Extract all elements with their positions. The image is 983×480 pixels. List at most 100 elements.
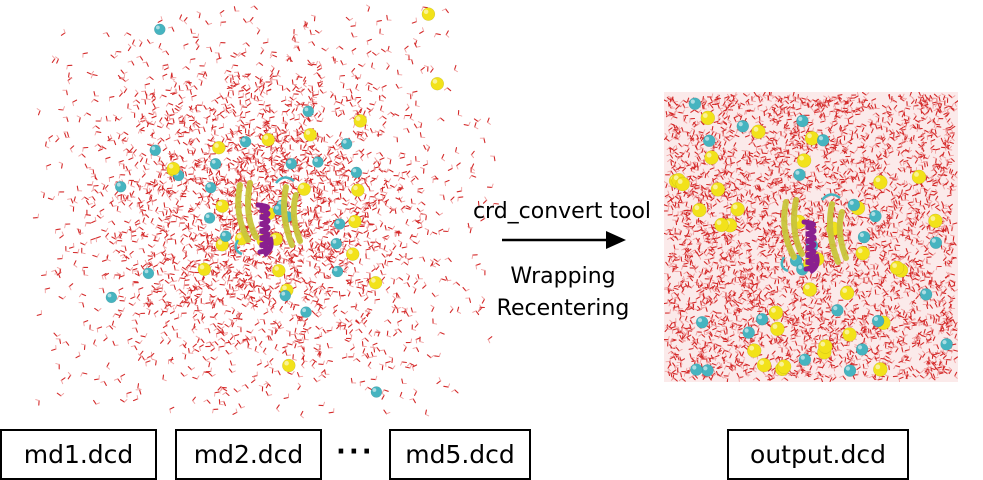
yellow-ion [770, 321, 785, 337]
unwrapped-solvent-cloud-image [32, 4, 499, 419]
wrapped-solvent-box-image [664, 92, 958, 382]
tool-label: crd_convert tool [472, 199, 652, 224]
yellow-ion [692, 202, 707, 218]
cyan-ion [279, 289, 292, 302]
yellow-ion [212, 140, 226, 155]
yellow-ion [272, 263, 286, 278]
cyan-ion [793, 168, 806, 182]
yellow-ion [368, 275, 383, 290]
cyan-ion [855, 343, 869, 356]
cyan-ion [755, 313, 769, 326]
cyan-ion [350, 166, 363, 179]
cyan-ion [688, 97, 702, 110]
yellow-ion [776, 359, 792, 374]
yellow-ion [751, 124, 766, 139]
cyan-ion [736, 119, 750, 133]
cyan-ion [847, 198, 861, 212]
protein-cartoon [234, 176, 303, 258]
yellow-ion [700, 110, 716, 126]
cyan-ion [919, 288, 933, 301]
cyan-ion [105, 291, 118, 304]
cyan-ion [843, 364, 857, 377]
yellow-ion [345, 247, 360, 261]
operation-recentering: Recentering [496, 296, 630, 321]
yellow-ion [756, 357, 772, 373]
cyan-ion [831, 303, 844, 317]
ions [668, 97, 953, 377]
cyan-ion [695, 316, 709, 329]
yellow-ion [746, 343, 762, 358]
input-file-md2: md2.dcd [175, 429, 322, 480]
cyan-ion [300, 306, 312, 318]
yellow-ion [421, 7, 436, 21]
yellow-ion [675, 176, 690, 192]
cyan-ion [114, 180, 127, 193]
input-trajectory-snapshot [30, 0, 500, 420]
right-arrow-icon [502, 231, 626, 249]
cyan-ion [333, 218, 346, 230]
cyan-ion [239, 136, 252, 148]
yellow-ion [804, 131, 820, 146]
protein-cartoon [780, 193, 849, 275]
cyan-ion [340, 138, 353, 150]
yellow-ion [303, 128, 317, 142]
yellow-ion [928, 213, 943, 229]
output-trajectory-snapshot [664, 92, 958, 382]
yellow-ion [796, 153, 812, 168]
cyan-ion [205, 181, 217, 194]
output-file: output.dcd [727, 429, 909, 480]
yellow-ion [261, 132, 275, 147]
yellow-ion [873, 175, 888, 190]
cyan-ion [742, 326, 755, 339]
cyan-ion [816, 134, 830, 147]
yellow-ion [282, 358, 296, 373]
cyan-ion [209, 158, 222, 170]
ellipsis: ··· [336, 437, 375, 467]
cyan-ion [798, 353, 812, 366]
cyan-ion [857, 230, 871, 244]
cyan-ion [330, 237, 343, 250]
input-file-md1: md1.dcd [0, 429, 157, 480]
water-molecules [664, 92, 958, 382]
yellow-ion [348, 214, 362, 229]
yellow-ion [166, 161, 181, 176]
cyan-ion [702, 134, 716, 148]
yellow-ion [353, 114, 368, 128]
cyan-ion [370, 386, 383, 398]
yellow-ion [351, 183, 365, 197]
yellow-ion [430, 76, 445, 91]
cyan-ion [203, 212, 216, 224]
yellow-ion [730, 201, 745, 217]
yellow-ion [889, 260, 905, 276]
yellow-ion [215, 199, 229, 213]
water-molecules [32, 4, 499, 419]
cyan-ion [690, 363, 703, 376]
cyan-ion [142, 267, 155, 280]
operation-wrapping: Wrapping [510, 264, 616, 289]
input-file-md5: md5.dcd [389, 429, 531, 480]
yellow-ion [197, 262, 212, 277]
cyan-ion [869, 209, 882, 223]
cyan-ion [929, 236, 943, 249]
yellow-ion [802, 282, 818, 297]
cyan-ion [331, 265, 344, 278]
cyan-ion [871, 314, 885, 328]
cyan-ion [796, 114, 809, 128]
yellow-ion [818, 339, 833, 354]
cyan-ion [285, 158, 298, 170]
yellow-ion [911, 169, 927, 185]
yellow-ion [297, 182, 311, 196]
yellow-ion [873, 362, 888, 377]
yellow-ion [855, 245, 870, 261]
yellow-ion [842, 327, 857, 342]
yellow-ion [704, 150, 719, 165]
yellow-ion [714, 217, 729, 233]
cyan-ion [154, 23, 166, 36]
cyan-ion [302, 105, 315, 118]
cyan-ion [312, 156, 324, 168]
cyan-ion [940, 338, 953, 351]
yellow-ion [768, 305, 784, 320]
cyan-ion [149, 144, 162, 157]
cyan-ion [219, 230, 232, 243]
yellow-ion [839, 285, 855, 301]
